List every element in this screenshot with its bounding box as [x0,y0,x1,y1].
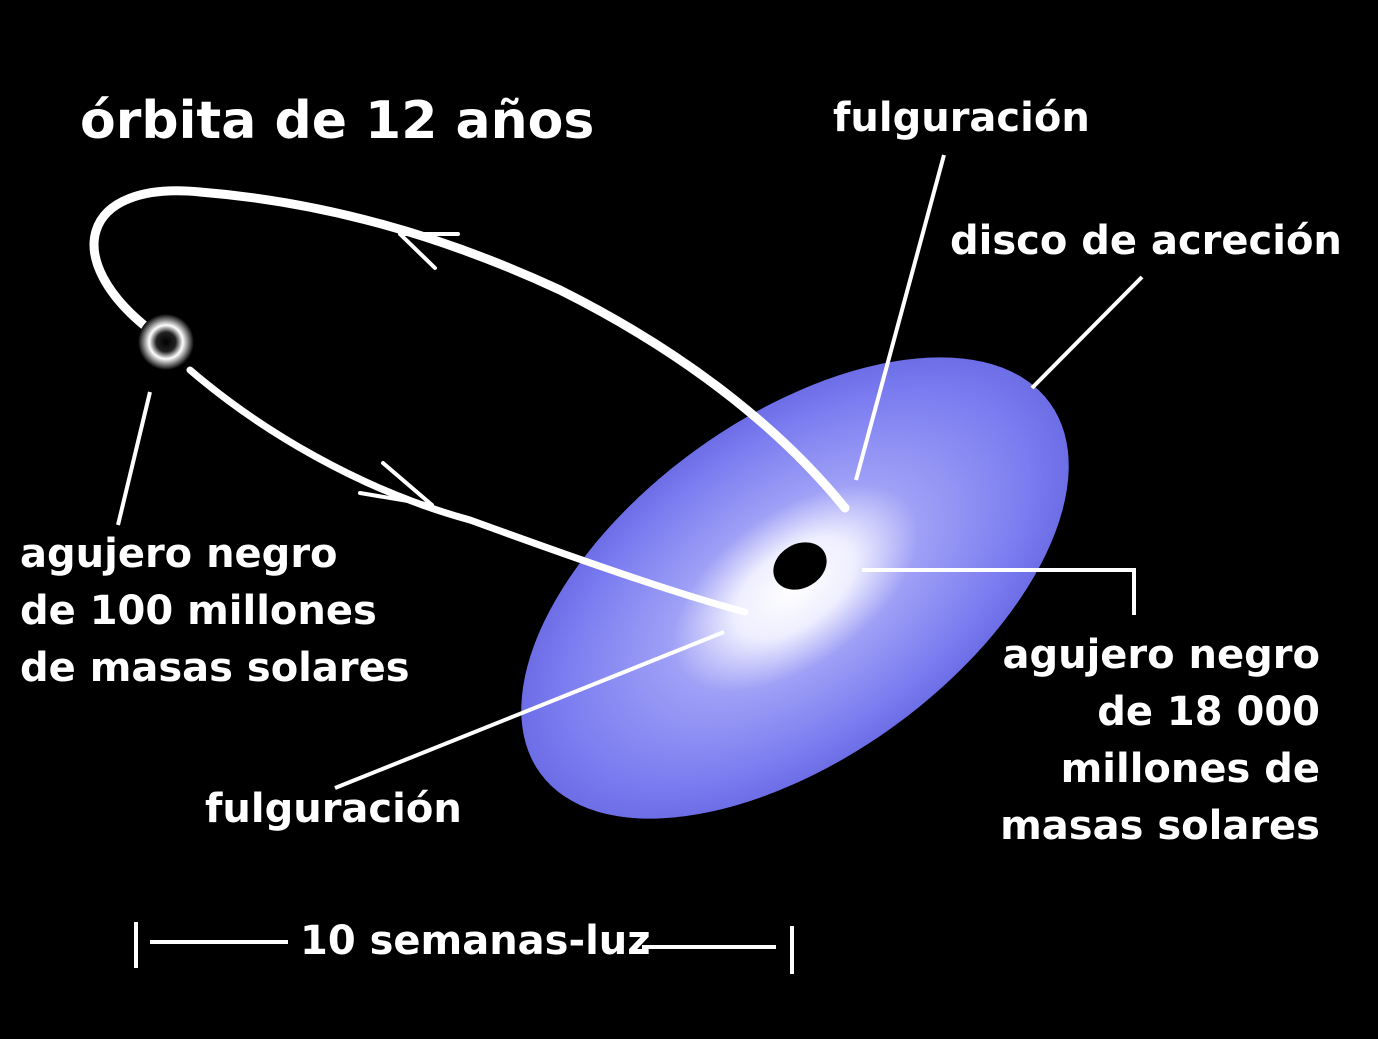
arrow-top-icon [398,232,460,270]
big-black-hole [773,542,827,590]
label-line: masas solares [1000,803,1320,849]
label-line: agujero negro [1002,632,1320,678]
label-line: de masas solares [20,645,410,691]
label-big-black-hole: agujero negro de 18 000 millones de masa… [1000,627,1320,855]
scale-bar [134,922,794,974]
small-black-hole [138,314,194,370]
label-line: de 100 millones [20,588,377,634]
label-small-black-hole: agujero negro de 100 millones de masas s… [20,526,410,697]
label-line: millones de [1060,746,1320,792]
orbit [89,186,850,616]
scale-label: 10 semanas-luz [300,918,651,964]
label-line: de 18 000 [1097,689,1320,735]
title: órbita de 12 años [80,91,595,151]
label-line: agujero negro [20,531,338,577]
label-flare-top: fulguración [833,95,1090,141]
leader-lines [116,154,1144,790]
label-flare-bottom: fulguración [205,786,462,832]
label-accretion-disk: disco de acreción [950,218,1342,264]
arrow-bottom-icon [358,461,434,507]
